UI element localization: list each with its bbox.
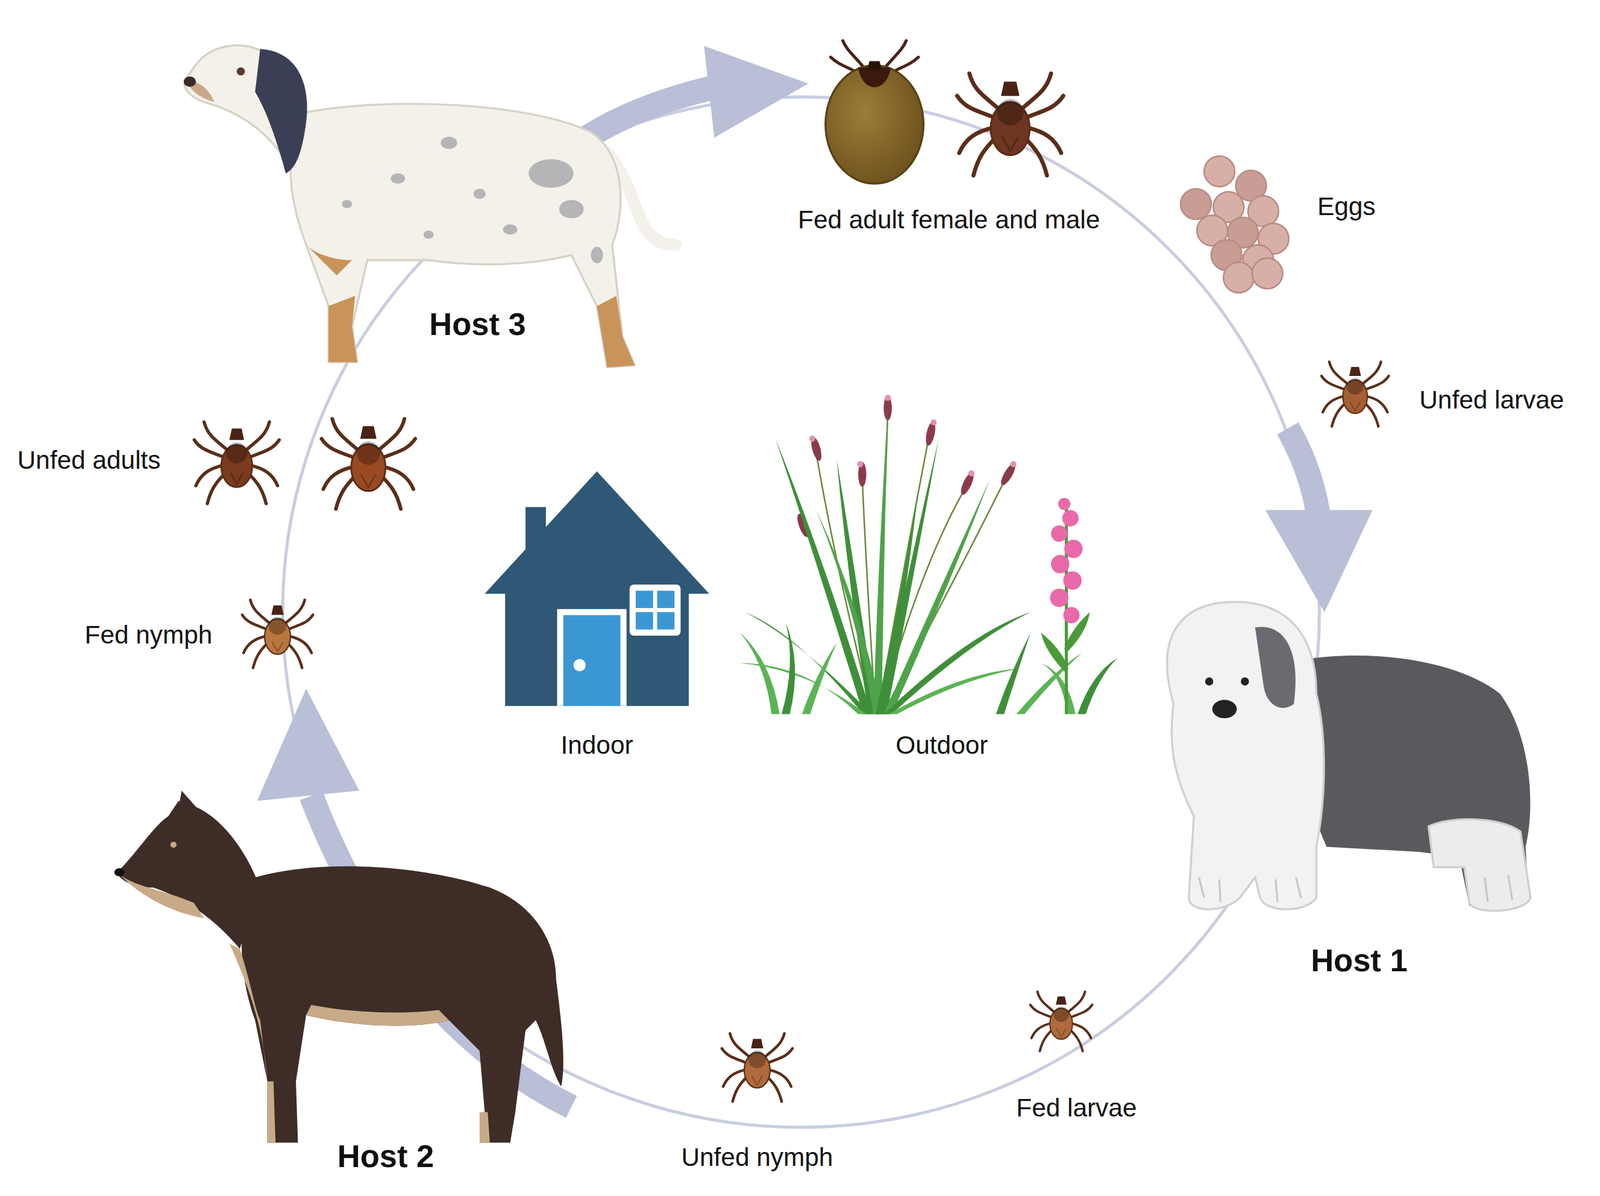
engorged-female-tick	[825, 40, 924, 184]
stage-label: Fed larvae	[1013, 1093, 1140, 1124]
setting-label: Indoor	[557, 730, 636, 760]
stage-label: Unfed larvae	[1416, 385, 1567, 415]
fed-larva-tick	[1030, 991, 1093, 1052]
host-label: Host 2	[334, 1138, 438, 1176]
adult-male-tick	[956, 73, 1064, 176]
house-icon	[484, 471, 710, 706]
host-label: Host 3	[426, 306, 530, 343]
unfed-adult-tick	[321, 418, 416, 510]
unfed-nymph-tick	[721, 1033, 793, 1102]
host-1-dog	[1167, 602, 1531, 912]
host-2-dog	[114, 790, 564, 1143]
setting-label: Outdoor	[892, 730, 991, 760]
stage-label: Eggs	[1314, 191, 1379, 222]
stage-label: Unfed nymph	[677, 1142, 836, 1173]
fed-nymph-tick	[242, 600, 313, 669]
unfed-adult-tick	[194, 421, 280, 504]
egg-cluster	[1180, 156, 1289, 293]
stage-label: Unfed adults	[14, 445, 164, 475]
stage-label: Fed nymph	[81, 620, 216, 650]
flower-spike	[1040, 497, 1090, 715]
unfed-larva-tick	[1321, 361, 1390, 427]
host-label: Host 1	[1307, 943, 1411, 980]
stage-label: Fed adult female and male	[794, 204, 1103, 235]
host-3-dog	[183, 45, 676, 368]
grass-illustration	[740, 394, 1118, 715]
